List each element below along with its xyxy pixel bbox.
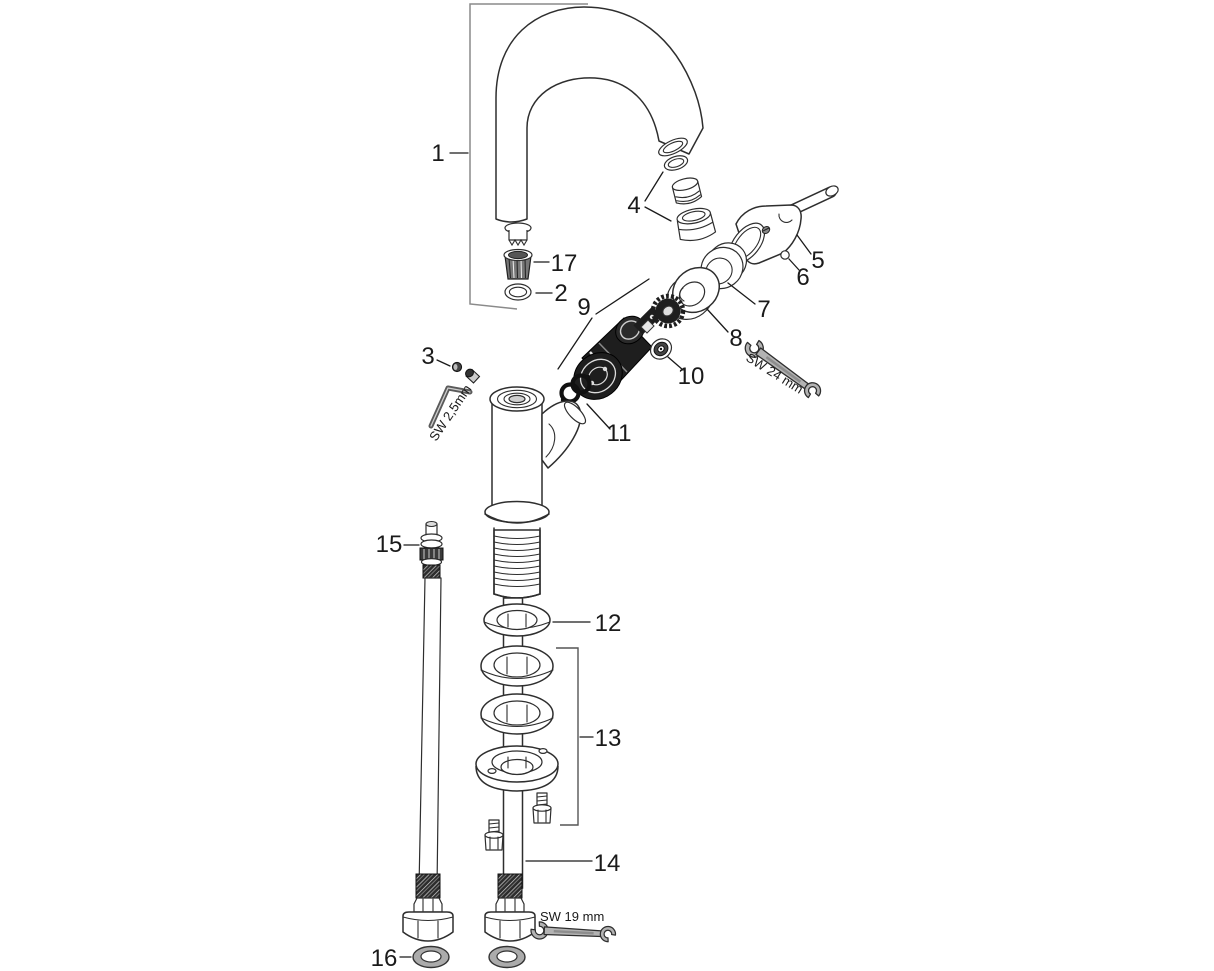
part-label-5: 5 [811,247,824,274]
cartridge [557,278,686,400]
part-label-2: 2 [554,280,567,307]
mounting-flange [475,745,559,792]
aerator-insert [503,248,550,280]
part-label-9: 9 [577,294,590,321]
flange-screw-left [484,819,504,851]
part-label-17: 17 [551,250,578,277]
part-label-1: 1 [431,140,444,167]
washer-12 [483,603,591,637]
part-label-10: 10 [678,363,705,390]
handle-set-screw [780,250,800,271]
supply-hose [403,520,444,889]
seal-washer-right [488,945,526,969]
seal-washer-left [399,945,450,969]
cartridge-knurled-nut [650,293,686,329]
part-label-14: 14 [594,850,621,877]
part-label-16: 16 [371,945,398,971]
allen-key-size-label: SW 2,5mm [426,382,474,444]
hose-fitting-right [484,873,536,942]
part-label-15: 15 [376,531,403,558]
hose-fitting-left [402,873,454,942]
aerator-housing [676,207,717,242]
spout-assembly [449,3,704,310]
aerator-middle [671,177,703,205]
part-label-8: 8 [729,325,742,352]
part-label-11: 11 [607,420,632,447]
spout-curve [495,6,704,223]
part-label-12: 12 [595,610,622,637]
allen-key [428,385,473,429]
part-1-bracket [469,3,588,310]
threaded-shank [493,527,541,599]
part-label-6: 6 [796,264,809,291]
wrench-24-size-label: SW 24 mm [743,350,805,397]
part-label-13: 13 [595,725,622,752]
aerator-parts [644,155,717,242]
spout-o-ring [504,283,553,301]
part-label-7: 7 [757,296,770,323]
wrench-19-size-label: SW 19 mm [540,909,604,924]
riser-tube [502,597,593,889]
spout-base-connector [504,222,532,247]
spout-outlet-opening [658,137,688,157]
part-label-3: 3 [421,343,434,370]
part-13-bracket [556,647,579,826]
set-screws [436,359,481,384]
flange-screw-right [532,792,552,824]
stem-nut [649,338,684,371]
faucet-body [484,386,587,599]
mounting-set [475,645,594,851]
part-label-4: 4 [627,192,640,219]
